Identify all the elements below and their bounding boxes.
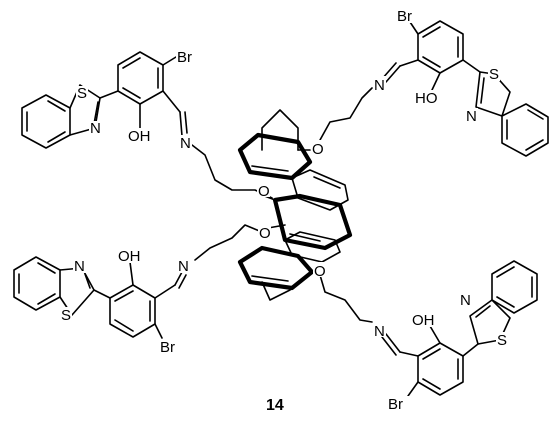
label-o-top-right: O: [312, 141, 324, 158]
label-br-top-right: Br: [397, 8, 412, 25]
label-n-bottom-left: N: [74, 258, 85, 275]
label-oh-bottom-right: OH: [412, 312, 435, 329]
label-n-bottom-right: N: [460, 292, 471, 309]
label-n-top-right: N: [466, 108, 477, 125]
label-s-top-left: S: [77, 85, 87, 102]
label-ho-top-right: HO: [415, 90, 438, 107]
top-right-arm: [319, 20, 549, 157]
label-s-bottom-left: S: [61, 307, 71, 324]
label-oh-bottom-left: OH: [118, 248, 141, 265]
label-n-imine-bottom-left: N: [178, 258, 189, 275]
label-o-top-left: O: [258, 183, 270, 200]
compound-number: 14: [266, 397, 284, 414]
label-n-imine-top-right: N: [374, 77, 385, 94]
bottom-left-arm: [13, 224, 263, 339]
central-core: [237, 109, 353, 301]
atom-labels: S N OH Br N O N S OH Br N O O N Br HO S: [60, 8, 508, 413]
top-left-arm: [21, 51, 273, 199]
label-s-top-right: S: [489, 66, 499, 83]
label-s-bottom-right: S: [497, 332, 507, 349]
label-br-top-left: Br: [177, 49, 192, 66]
label-br-bottom-left: Br: [160, 339, 175, 356]
label-o-bottom-left: O: [259, 225, 271, 242]
label-n-imine-bottom-right: N: [374, 323, 385, 340]
label-o-bottom-right: O: [314, 263, 326, 280]
label-n-top-left: N: [90, 120, 101, 137]
bottom-right-arm: [319, 260, 538, 397]
label-n-imine-top-left: N: [180, 135, 191, 152]
label-oh-top-left: OH: [128, 128, 151, 145]
label-br-bottom-right: Br: [388, 396, 403, 413]
